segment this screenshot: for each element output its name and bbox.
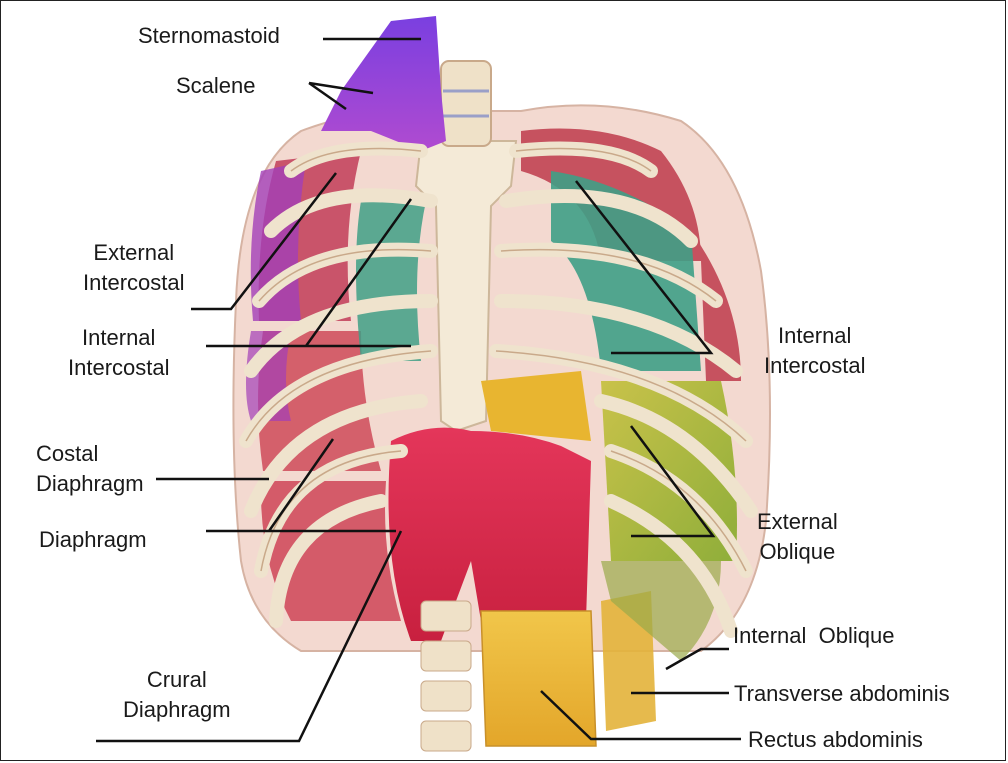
- diaphragm-muscle: [389, 428, 592, 641]
- label-internal-oblique: Internal Oblique: [733, 621, 894, 651]
- lumbar-spine: [421, 601, 471, 751]
- label-transverse-abdominis: Transverse abdominis: [734, 679, 950, 709]
- label-external-intercostal: External Intercostal: [83, 238, 185, 298]
- sternomastoid-scalene-muscle: [321, 16, 446, 151]
- label-internal-intercostal-right: Internal Intercostal: [764, 321, 866, 381]
- cervical-spine: [441, 61, 491, 146]
- label-crural-diaphragm: Crural Diaphragm: [123, 665, 231, 725]
- label-external-oblique: External Oblique: [757, 507, 838, 567]
- label-diaphragm: Diaphragm: [39, 525, 147, 555]
- label-internal-intercostal-left: Internal Intercostal: [68, 323, 170, 383]
- label-rectus-abdominis: Rectus abdominis: [748, 725, 923, 755]
- label-scalene: Scalene: [176, 71, 256, 101]
- label-costal-diaphragm: Costal Diaphragm: [36, 439, 144, 499]
- label-sternomastoid: Sternomastoid: [138, 21, 280, 51]
